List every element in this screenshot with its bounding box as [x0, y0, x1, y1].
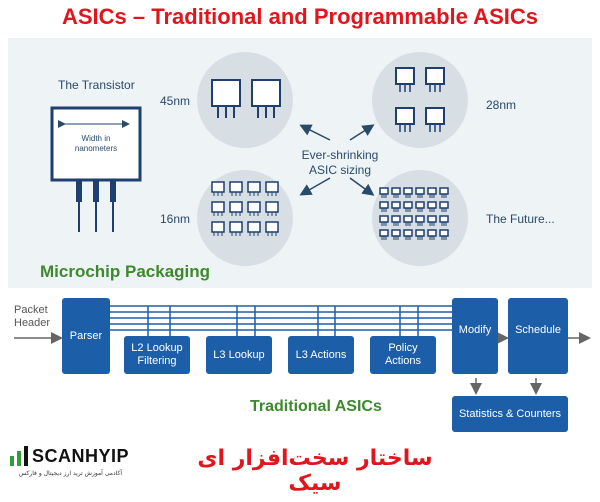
chip [379, 229, 389, 237]
policy-line2: Actions [384, 355, 422, 367]
logo-chart-icon [10, 446, 28, 466]
chips-16nm [211, 181, 279, 236]
chip [403, 229, 413, 237]
chip [391, 215, 401, 223]
chips-future [379, 187, 449, 240]
circle-16nm [197, 170, 293, 266]
chip [439, 187, 449, 195]
width-label: Width in nanometers [52, 134, 140, 154]
circle-45nm [197, 52, 293, 148]
chip [247, 201, 261, 213]
chip [247, 221, 261, 233]
chip [265, 201, 279, 213]
chip [391, 187, 401, 195]
chip [229, 201, 243, 213]
l3-lookup-box: L3 Lookup [206, 336, 272, 374]
center-sizing-text: Ever-shrinking ASIC sizing [290, 148, 390, 178]
packet-header-line1: Packet [14, 304, 48, 316]
chip [415, 187, 425, 195]
chip [415, 201, 425, 209]
node-16nm-label: 16nm [160, 212, 191, 226]
chip [415, 229, 425, 237]
center-text-line1: Ever-shrinking [301, 148, 379, 162]
statistics-counters-box: Statistics & Counters [452, 396, 568, 432]
l3-actions-box: L3 Actions [288, 336, 354, 374]
l2-line2: Filtering [137, 355, 177, 367]
circle-28nm [372, 52, 468, 148]
node-45nm-label: 45nm [160, 94, 191, 108]
node-future-label: The Future... [486, 212, 555, 226]
chip [439, 201, 449, 209]
chip [427, 229, 437, 237]
transistor-heading: The Transistor [58, 78, 135, 92]
chip [391, 201, 401, 209]
farsi-caption: ساختار سخت‌افزار ای سیک [197, 446, 433, 496]
chip [403, 201, 413, 209]
pipeline-bus [110, 305, 456, 331]
chip [427, 201, 437, 209]
chip [439, 215, 449, 223]
l2-line1: L2 Lookup [131, 342, 183, 354]
chip [379, 215, 389, 223]
scanhyip-logo: SCANHYIP آکادمی آموزش ترید ارز دیجیتال و… [4, 440, 129, 488]
transistor-illustration [50, 106, 142, 232]
parser-box: Parser [62, 298, 110, 374]
microchip-packaging-label: Microchip Packaging [40, 262, 211, 281]
chip [247, 181, 261, 193]
logo-subtitle: آکادمی آموزش ترید ارز دیجیتال و فارکس [18, 470, 122, 477]
chip [211, 201, 225, 213]
modify-box: Modify [452, 298, 498, 374]
chip [403, 187, 413, 195]
page-title: ASICs – Traditional and Programmable ASI… [62, 4, 538, 29]
chip [391, 229, 401, 237]
chip [403, 215, 413, 223]
chip [229, 181, 243, 193]
chip [229, 221, 243, 233]
chip [211, 181, 225, 193]
chip [265, 181, 279, 193]
schedule-box: Schedule [508, 298, 568, 374]
chip [265, 221, 279, 233]
chip [427, 187, 437, 195]
chip [211, 221, 225, 233]
chip [379, 187, 389, 195]
traditional-asics-label: Traditional ASICs [250, 398, 382, 415]
chip [427, 215, 437, 223]
chip [415, 215, 425, 223]
chip [379, 201, 389, 209]
node-28nm-label: 28nm [486, 98, 517, 112]
packet-header-label: Packet Header [14, 304, 50, 330]
policy-line1: Policy [388, 342, 418, 354]
center-text-line2: ASIC sizing [308, 163, 372, 177]
width-label-line1: Width in [81, 134, 111, 143]
logo-name: SCANHYIP [32, 446, 130, 466]
sizing-arrows [299, 124, 375, 196]
chip [439, 229, 449, 237]
chips-28nm [395, 67, 445, 125]
width-label-line2: nanometers [74, 144, 118, 153]
packet-header-line2: Header [14, 317, 51, 329]
